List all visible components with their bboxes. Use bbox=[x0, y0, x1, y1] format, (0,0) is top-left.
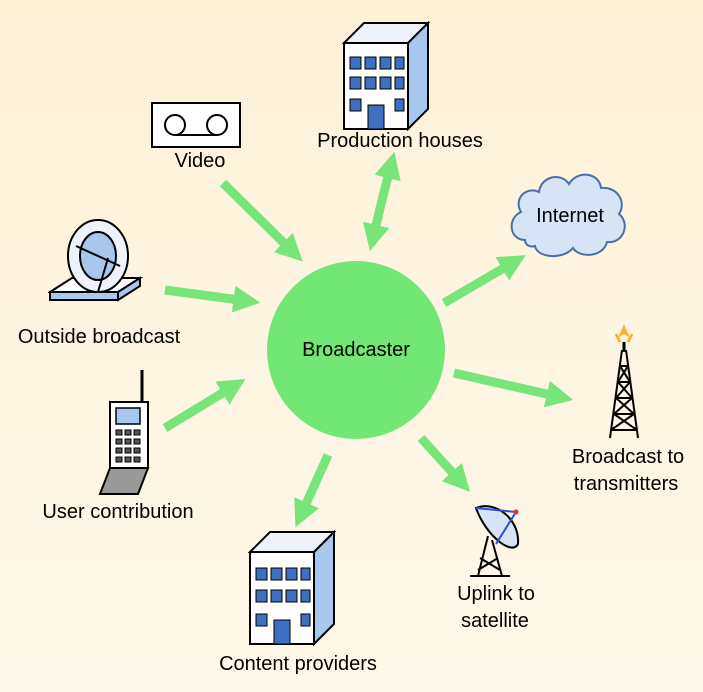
building-icon bbox=[341, 20, 431, 131]
internet-label: Internet bbox=[536, 205, 604, 227]
broadcaster-hub bbox=[267, 261, 445, 439]
transmitters-label-line2: transmitters bbox=[573, 473, 679, 495]
hub-label: Broadcaster bbox=[302, 339, 410, 361]
production-label: Production houses bbox=[317, 130, 483, 152]
video-label: Video bbox=[174, 150, 226, 172]
satellite-label-line2: satellite bbox=[461, 610, 529, 632]
arrow-outside-to-hub bbox=[164, 285, 261, 313]
vcr-icon bbox=[151, 102, 241, 148]
mobile-phone-icon bbox=[98, 370, 150, 495]
user-label: User contribution bbox=[42, 501, 194, 523]
tower-icon bbox=[609, 324, 639, 439]
arrow-hub-to-internet bbox=[441, 255, 526, 307]
arrow-user-to-hub bbox=[162, 378, 246, 432]
dish-icon bbox=[48, 219, 144, 302]
outside-label: Outside broadcast bbox=[17, 326, 181, 348]
satellite-label-line1: Uplink to bbox=[457, 583, 535, 605]
content-label: Content providers bbox=[219, 653, 377, 675]
cloud-icon bbox=[510, 173, 626, 257]
arrow-hub-to-content bbox=[294, 453, 333, 528]
arrow-hub-to-satellite bbox=[417, 434, 471, 492]
satellite-dish-icon bbox=[470, 505, 520, 577]
transmitters-label-line1: Broadcast to bbox=[571, 446, 685, 468]
arrow-video-to-hub bbox=[219, 179, 303, 262]
arrow-hub-to-transmitters bbox=[453, 368, 574, 408]
arrow-production-to-hub bbox=[362, 198, 390, 252]
building-icon bbox=[247, 529, 337, 646]
arrow-hub-to-production bbox=[374, 151, 401, 202]
